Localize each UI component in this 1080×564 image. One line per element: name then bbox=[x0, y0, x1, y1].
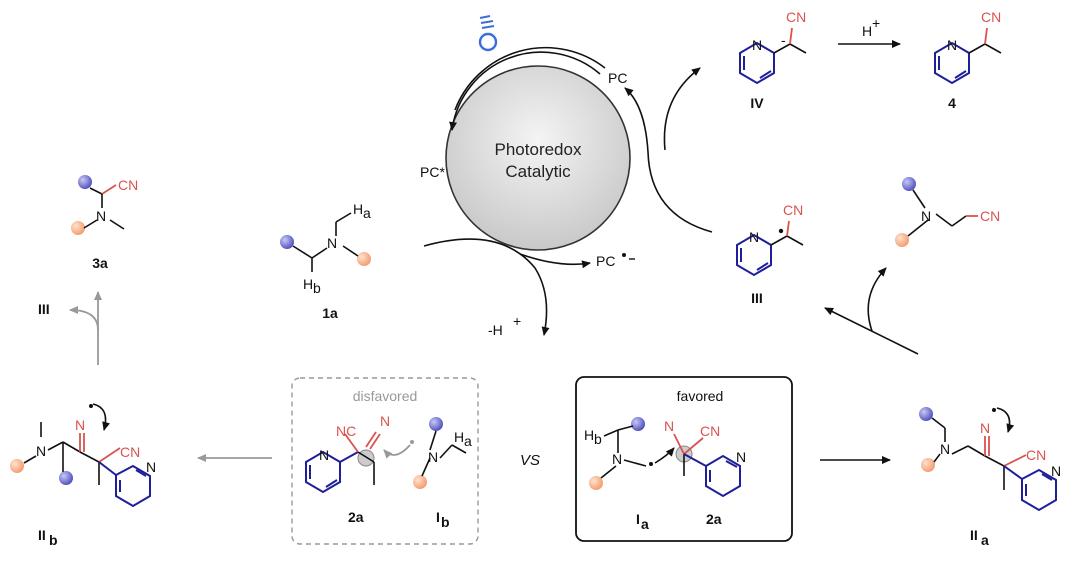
iv-minus: - bbox=[781, 32, 786, 48]
cycle-title-line1: Photoredox bbox=[495, 140, 582, 159]
excitation-arc-outer bbox=[454, 46, 606, 111]
disfav-n-top: N bbox=[380, 413, 390, 429]
iia-curly-arrow bbox=[996, 407, 1015, 433]
c4-label: 4 bbox=[948, 95, 956, 111]
c1a-ha: H bbox=[353, 201, 363, 217]
iii-n: N bbox=[749, 229, 759, 245]
iib-curly-arrow bbox=[92, 403, 110, 431]
iia-cn: CN bbox=[1026, 447, 1046, 463]
fav-n-amine: N bbox=[612, 451, 622, 467]
peach-sphere bbox=[895, 233, 909, 247]
fav-ia: I bbox=[636, 511, 640, 527]
fav-2a: 2a bbox=[706, 511, 722, 527]
iib-label: II bbox=[38, 527, 46, 543]
iib-imine-n: N bbox=[75, 417, 85, 433]
c1a-label: 1a bbox=[322, 305, 338, 321]
fav-hb: H bbox=[584, 427, 594, 443]
disfav-n-amine: N bbox=[428, 449, 438, 465]
iia-radical-dot bbox=[992, 408, 996, 412]
acid-plus: + bbox=[872, 15, 880, 31]
disfavored-box: disfavored NC N N N H a 2a I b bbox=[291, 377, 479, 545]
compound-III: N CN III bbox=[736, 202, 804, 306]
vs-label: VS bbox=[520, 452, 540, 469]
iia-pyr-n: N bbox=[1051, 463, 1061, 479]
cycle-circle bbox=[445, 65, 631, 251]
arrow-1a-to-Ia bbox=[423, 238, 550, 336]
iib-cn: CN bbox=[120, 444, 140, 460]
iia-label: II bbox=[970, 527, 978, 543]
compound-3a: CN N 3a bbox=[71, 175, 138, 271]
pc-radical-dot bbox=[622, 253, 626, 257]
arrow-cycle-to-IV bbox=[663, 67, 701, 151]
c4-cn: CN bbox=[981, 9, 1001, 25]
c1a-n: N bbox=[327, 235, 337, 251]
iib-radical-dot bbox=[89, 404, 93, 408]
iia-n: N bbox=[940, 441, 950, 457]
compound-1a: N H a H b 1a bbox=[280, 201, 371, 321]
c3a-cn: CN bbox=[118, 177, 138, 193]
iib-pyr-n: N bbox=[146, 459, 156, 475]
iii-radical-dot bbox=[778, 228, 784, 234]
c3a-n: N bbox=[96, 208, 106, 224]
c1a-ha-sub: a bbox=[363, 205, 371, 221]
disfav-n-pyr: N bbox=[319, 447, 329, 463]
pc-top-label: PC bbox=[608, 70, 627, 86]
arrow-branch-to-product bbox=[867, 267, 887, 332]
disfavored-title: disfavored bbox=[353, 388, 418, 404]
arrow-III-to-PC bbox=[624, 87, 713, 233]
iia-imine-n: N bbox=[980, 420, 990, 436]
minus-h-sup: + bbox=[513, 313, 521, 329]
c3a-label: 3a bbox=[92, 255, 108, 271]
iia-label-sub: a bbox=[981, 532, 989, 548]
favored-box: favored H b N N CN N I a 2a bbox=[575, 376, 793, 542]
fav-n-top: N bbox=[664, 418, 674, 434]
pc-star-label: PC* bbox=[420, 164, 445, 180]
c1a-hb: H bbox=[303, 276, 313, 292]
prod-cn: CN bbox=[980, 208, 1000, 224]
compound-IIb: N N CN N II b bbox=[10, 403, 156, 548]
iv-label: IV bbox=[750, 95, 764, 111]
cycle-title-line2: Catalytic bbox=[505, 162, 571, 181]
fav-n-pyr: N bbox=[736, 449, 746, 465]
left-iii-label: III bbox=[38, 301, 50, 317]
compound-IV: N - CN IV bbox=[739, 9, 807, 111]
acid-h: H bbox=[862, 23, 872, 39]
fav-hb-sub: b bbox=[594, 431, 602, 447]
iii-label: III bbox=[751, 290, 763, 306]
excitation-arc-inner bbox=[449, 51, 601, 131]
disfav-ha-sub: a bbox=[464, 433, 472, 449]
c1a-hb-sub: b bbox=[313, 280, 321, 296]
iii-cn: CN bbox=[783, 202, 803, 218]
minus-h-label: -H bbox=[488, 322, 503, 338]
fav-ia-sub: a bbox=[641, 516, 649, 532]
disfav-ha: H bbox=[454, 429, 464, 445]
compound-IIa: N N CN N II a bbox=[919, 407, 1061, 548]
favored-title: favored bbox=[677, 388, 724, 404]
compound-4: N CN 4 bbox=[934, 9, 1002, 111]
fav-cn: CN bbox=[700, 423, 720, 439]
pc-radical-label: PC bbox=[596, 253, 615, 269]
disfav-nc: NC bbox=[336, 423, 356, 439]
iib-label-sub: b bbox=[49, 532, 58, 548]
blue-sphere bbox=[902, 177, 916, 191]
prod-n: N bbox=[921, 208, 931, 224]
disfav-ib-sub: b bbox=[441, 514, 450, 530]
compound-amino-nitrile: N CN bbox=[895, 177, 1000, 247]
photoredox-cycle: Photoredox Catalytic PC PC* PC + -H + bbox=[420, 15, 713, 338]
disfav-ib: I bbox=[436, 509, 440, 525]
c4-n: N bbox=[947, 37, 957, 53]
iv-cn: CN bbox=[786, 9, 806, 25]
disfav-2a: 2a bbox=[348, 509, 364, 525]
arrow-to-pc-radical bbox=[519, 253, 591, 269]
light-bulb-icon bbox=[478, 15, 498, 52]
iv-n: N bbox=[752, 37, 762, 53]
arrow-branch-to-III-left bbox=[69, 306, 99, 331]
iib-n: N bbox=[36, 443, 46, 459]
